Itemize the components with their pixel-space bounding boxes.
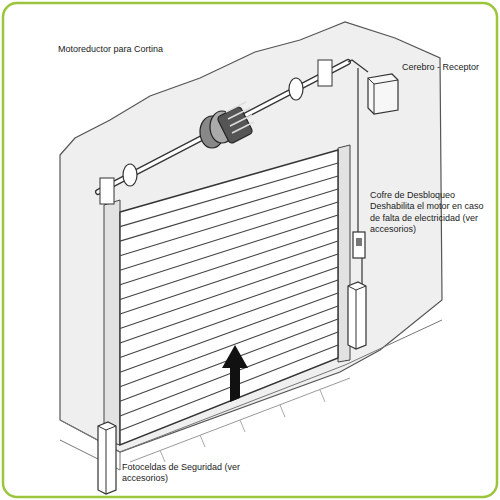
shutter-curtain [120, 150, 338, 445]
gear-motor [200, 102, 254, 148]
slat-line [120, 241, 338, 314]
slat-line [120, 215, 338, 285]
wiring [348, 60, 368, 290]
bracket [100, 178, 114, 204]
part-label: Cofre de Desbloqueo Deshabilita el motor… [370, 190, 492, 235]
slat-line [120, 306, 338, 387]
slat-line [120, 189, 338, 256]
post-edge [98, 426, 116, 494]
shaft-inner [98, 62, 348, 192]
wall [60, 22, 442, 452]
slat-line [120, 202, 338, 270]
drum [123, 164, 137, 186]
door-frame [104, 145, 350, 445]
slat-line [120, 163, 338, 227]
photocell-post [348, 282, 366, 349]
side-guide [104, 200, 120, 445]
receiver-box [368, 74, 398, 114]
shutter [120, 150, 338, 445]
frame [3, 3, 497, 497]
photocells [98, 282, 366, 494]
unlock-box [353, 232, 365, 258]
bracket [318, 60, 332, 86]
slat-line [120, 319, 338, 401]
photocell-post [98, 422, 116, 494]
motor-fins [226, 102, 254, 133]
slat-line [120, 228, 338, 299]
shaft [98, 60, 348, 204]
arrow-shape [222, 345, 248, 402]
control-box [368, 74, 398, 114]
box-edge [368, 78, 398, 114]
post-edge [348, 286, 366, 349]
slat-line [120, 345, 338, 430]
part-label: Fotoceldas de Seguridad (ver accesorios) [122, 462, 272, 485]
slat-line [120, 332, 338, 416]
unlock-lock [356, 238, 362, 246]
slat-line [120, 176, 338, 241]
up-arrow [222, 345, 248, 402]
part-label: Cerebro - Receptor [402, 62, 482, 73]
drum [289, 78, 303, 100]
wall-shape [60, 22, 442, 452]
part-label: Motoreductor para Cortina [58, 44, 168, 55]
shaft-line [98, 62, 348, 192]
wire [357, 68, 358, 232]
release-box [353, 232, 365, 258]
